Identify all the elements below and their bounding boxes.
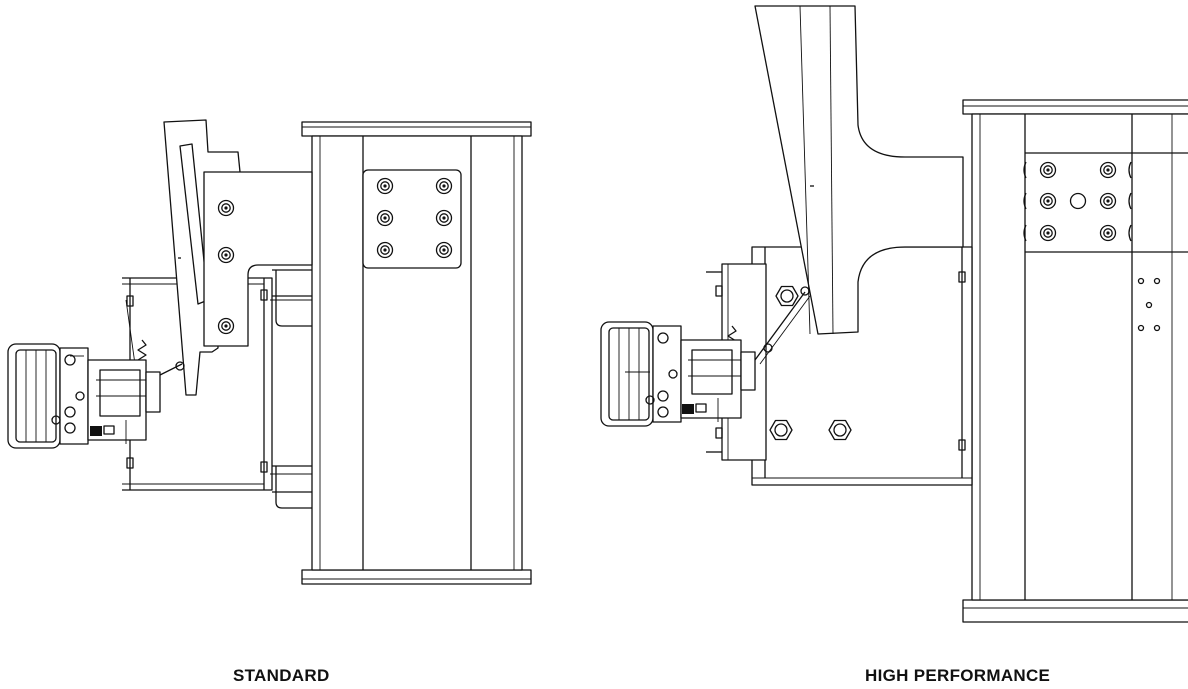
standard-beam — [301, 121, 532, 585]
caption-standard: STANDARD — [233, 666, 330, 685]
caption-high-performance: HIGH PERFORMANCE — [865, 666, 1051, 685]
high-performance-mount-frame — [751, 246, 973, 486]
standard-positioner — [7, 343, 161, 449]
high-performance-yoke — [754, 5, 964, 335]
high-performance-beam — [962, 99, 1188, 623]
high-performance-assembly — [600, 5, 1188, 623]
standard-connect-plate — [203, 171, 313, 347]
standard-bolt-plate — [362, 169, 462, 269]
standard-assembly — [7, 119, 532, 585]
high-performance-positioner — [600, 321, 756, 427]
technical-drawing — [7, 5, 1188, 623]
